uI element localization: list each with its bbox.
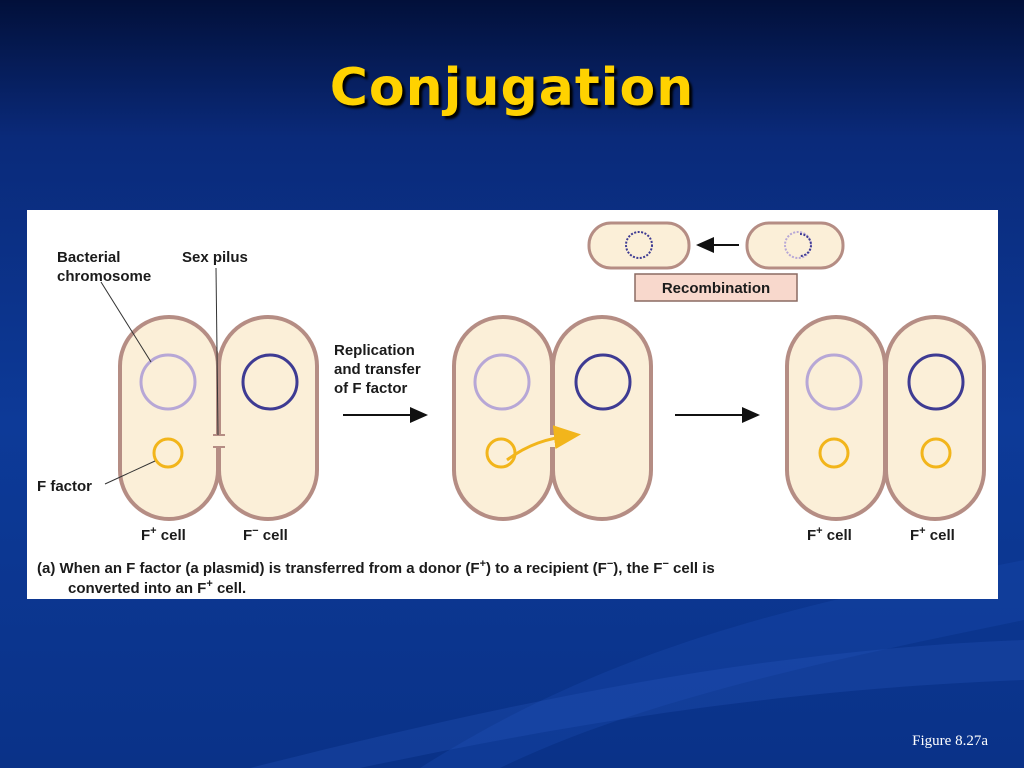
sex-pilus-label: Sex pilus: [182, 249, 248, 266]
figure-caption-line-2: converted into an F+ cell.: [68, 578, 246, 597]
transfer-donor-chromosome: [473, 353, 531, 411]
f-factor-leader-line: [104, 460, 156, 485]
recipient-cell: [217, 315, 319, 521]
replication-label-1: Replication: [334, 342, 415, 359]
pilus-leader-line: [215, 267, 219, 436]
result-left-cell: [785, 315, 887, 521]
recombination-label-box: [634, 273, 798, 302]
chromosome-leader-line: [100, 281, 152, 363]
sex-pilus: [213, 435, 225, 447]
recombination-inset: Recombination: [587, 221, 845, 302]
recipient-cell-label: F− cell: [243, 525, 288, 544]
recipient-chromosome: [241, 353, 299, 411]
transfer-recipient-chromosome: [574, 353, 632, 411]
result-right-chromosome: [907, 353, 965, 411]
stage-result: F+ cell F+ cell: [785, 315, 986, 544]
conjugation-figure: Recombination Bacterial chromosome Sex p…: [27, 210, 998, 599]
recombination-label: Recombination: [662, 280, 770, 297]
pre-recombination-cell: [745, 221, 845, 270]
donor-chromosome: [139, 353, 197, 411]
recombinant-chromosome: [625, 231, 653, 259]
donor-cell: [118, 315, 220, 521]
result-right-f-factor: [920, 437, 952, 469]
pre-recombination-fragment: [799, 233, 812, 257]
stage-donor-recipient: Bacterial chromosome Sex pilus F factor …: [37, 249, 319, 544]
transferring-f-strand: [506, 425, 581, 462]
stage-transfer: [452, 315, 653, 521]
recombinant-cell: [587, 221, 691, 270]
figure-caption-line-1: (a) When an F factor (a plasmid) is tran…: [37, 558, 715, 577]
result-left-cell-label: F+ cell: [807, 525, 852, 544]
result-right-cell-label: F+ cell: [910, 525, 955, 544]
pre-recombination-chromosome: [784, 231, 812, 259]
transfer-donor-cell: [452, 315, 554, 521]
slide-title: Conjugation: [329, 58, 695, 118]
bacterial-chromosome-label-2: chromosome: [57, 268, 151, 285]
replication-step: Replication and transfer of F factor: [334, 342, 428, 423]
result-right-cell: [884, 315, 986, 521]
result-left-f-factor: [818, 437, 850, 469]
bacterial-chromosome-label: Bacterial: [57, 249, 120, 266]
donor-cell-label: F+ cell: [141, 525, 186, 544]
conjugation-diagram: Recombination Bacterial chromosome Sex p…: [37, 221, 986, 597]
figure-reference: Figure 8.27a: [912, 733, 988, 749]
f-factor-plasmid: [152, 437, 184, 469]
result-left-chromosome: [805, 353, 863, 411]
f-factor-label: F factor: [37, 478, 92, 495]
replication-label-3: of F factor: [334, 380, 407, 397]
transfer-recipient-cell: [551, 315, 653, 521]
replication-label-2: and transfer: [334, 361, 421, 378]
